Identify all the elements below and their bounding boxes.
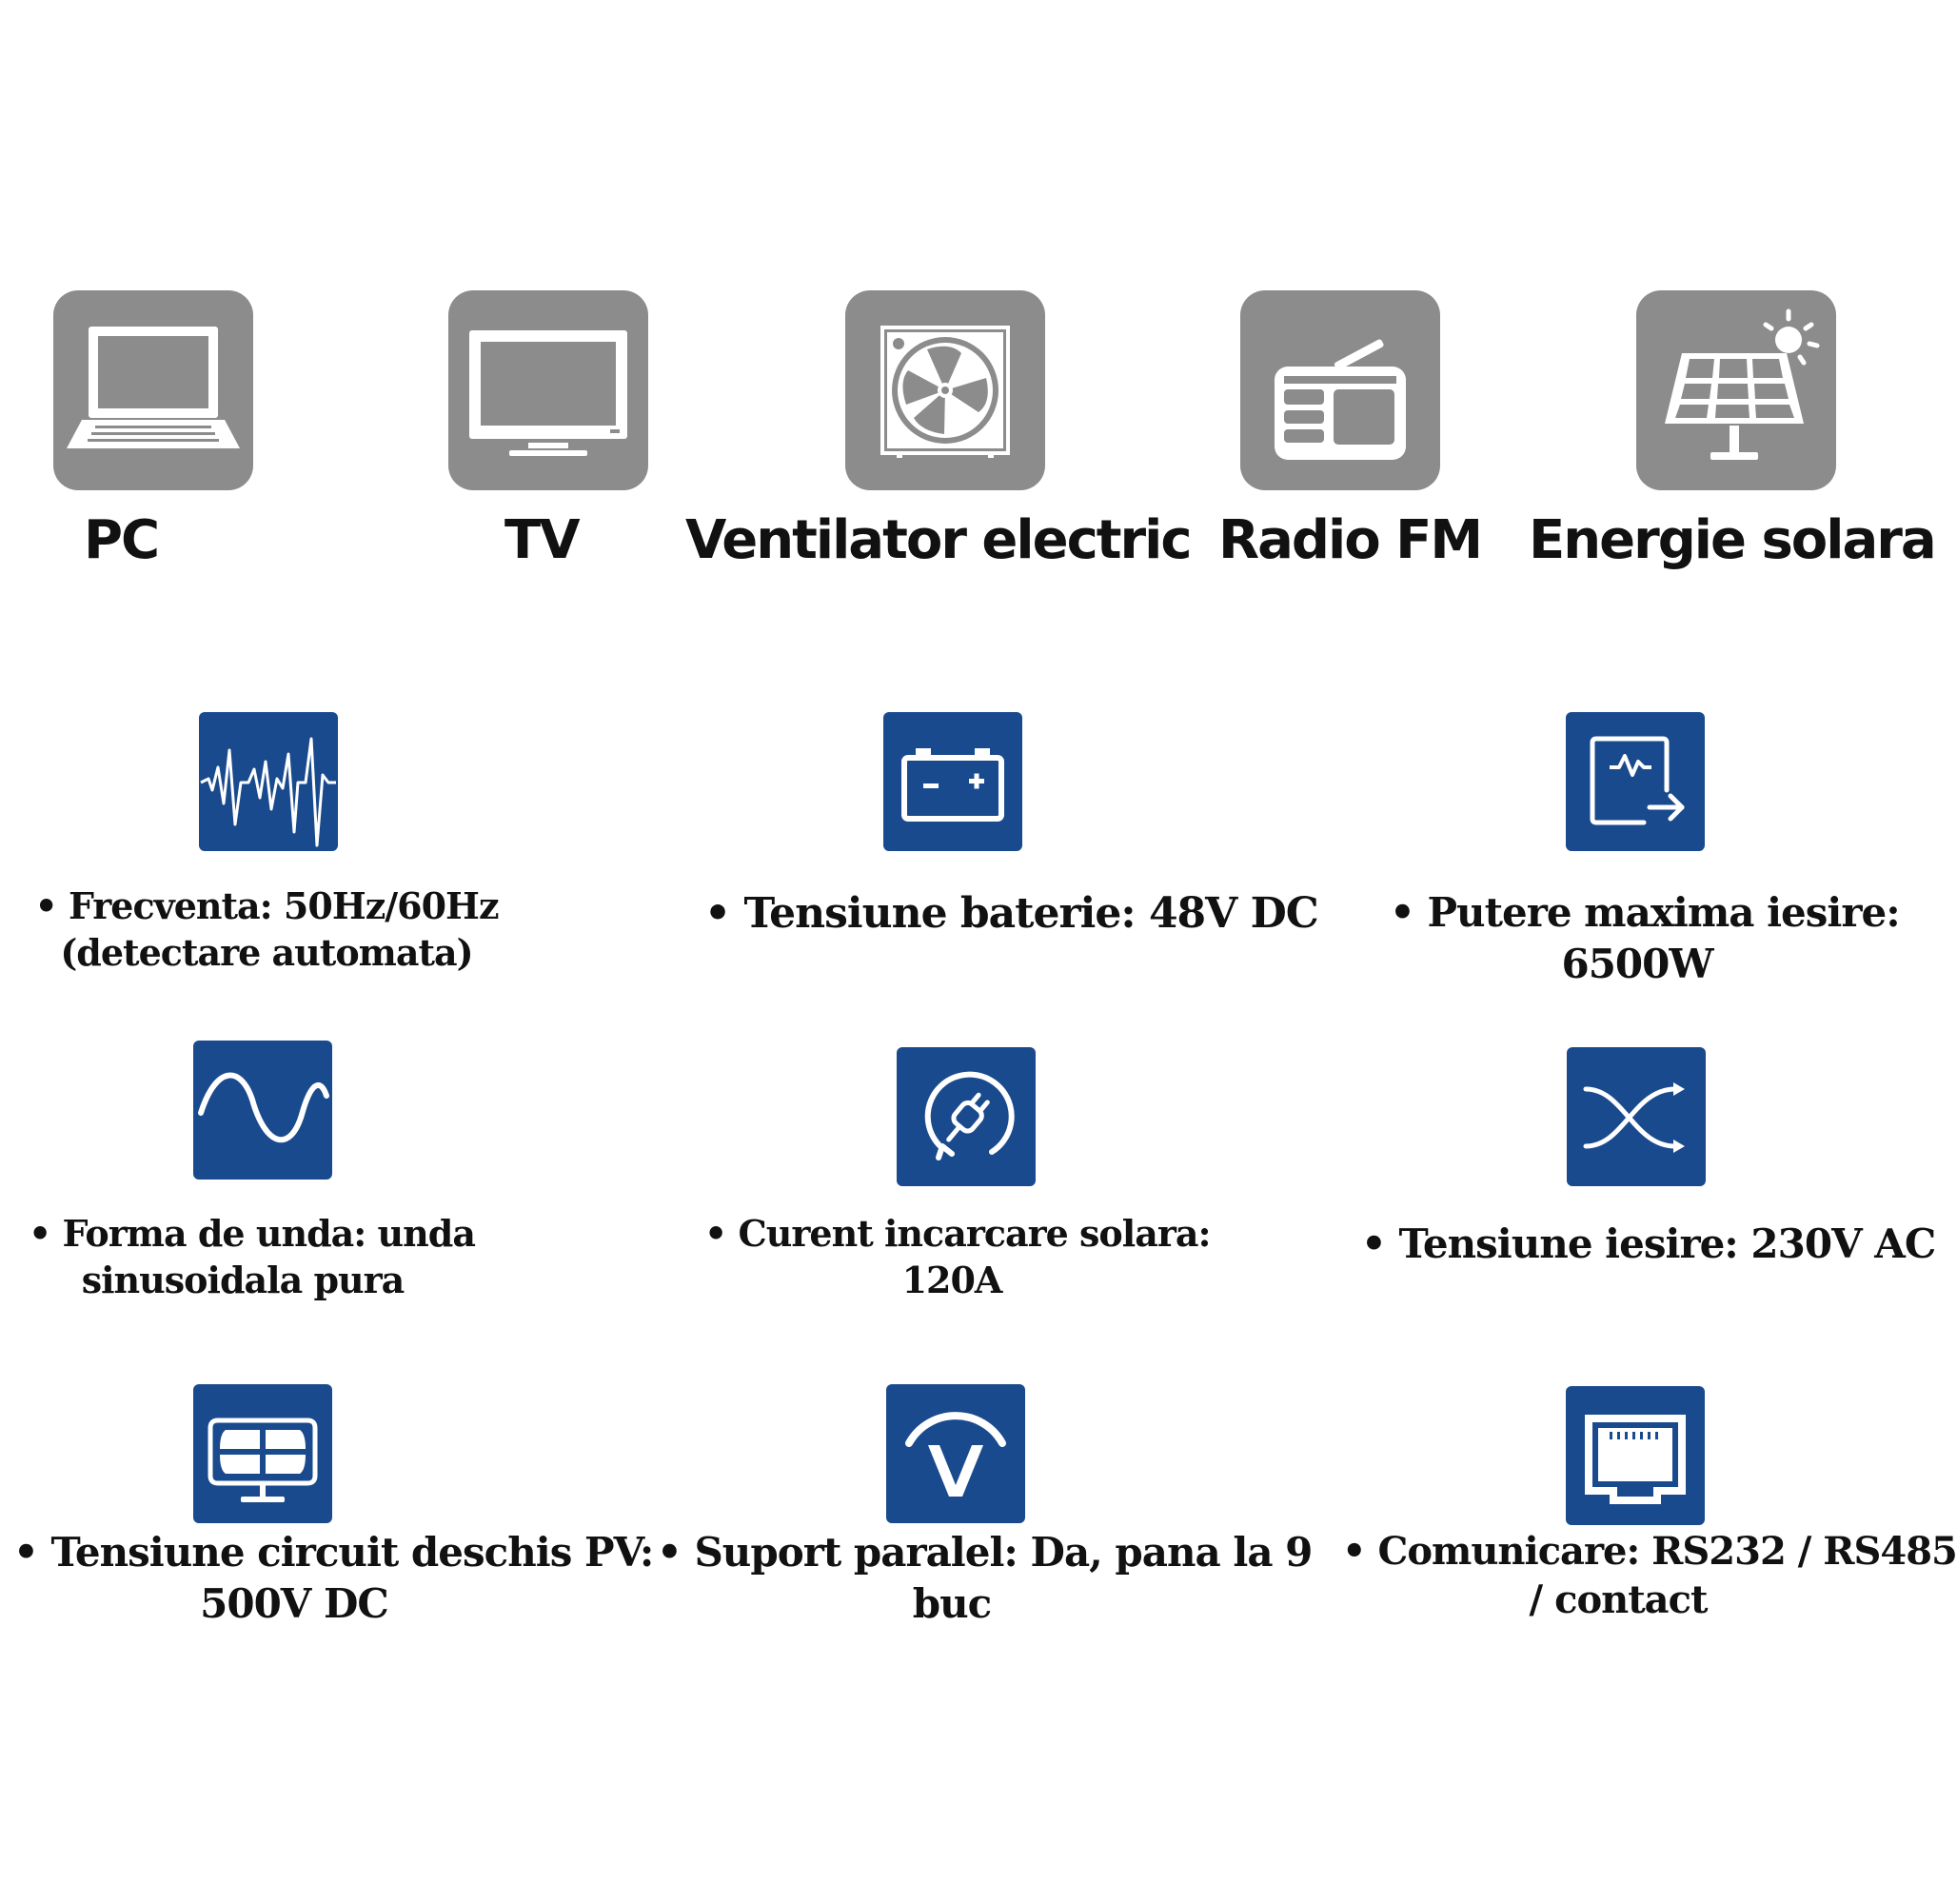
radio-icon [1275,339,1406,460]
frequency-waveform-icon [200,737,336,847]
frequency-tile [199,712,338,851]
spec-solar-current-line2: 120A [901,1258,1003,1301]
spec-parallel-line2: buc [912,1579,992,1627]
fan-tile [845,290,1045,490]
laptop-icon [67,327,240,448]
spec-power: • Putere maxima iesire: 6500W [1390,887,1901,990]
spec-waveform-line1: • Forma de unda: unda [29,1212,476,1255]
pv-panel-icon [208,1418,318,1502]
spec-battery: • Tensiune baterie: 48V DC [704,887,1319,941]
spec-pv-voltage: • Tensiune circuit deschis PV: 500V DC [13,1527,654,1630]
fan-icon [880,326,1010,458]
spec-waveform: • Forma de unda: unda sinusoidala pura [29,1211,476,1303]
parallel-tile [886,1384,1025,1523]
solar-charge-tile [897,1047,1036,1186]
solar-panel-sun-icon [1665,308,1820,460]
output-voltage-tile [1567,1047,1706,1186]
spec-frequency-line2: (detectare automata) [60,930,473,974]
device-label-solar: Energie solara [1529,509,1937,571]
pv-panel-tile [193,1384,332,1523]
spec-solar-current: • Curent incarcare solara: 120A [704,1211,1212,1303]
parallel-support-icon [905,1412,1006,1497]
battery-icon [901,748,1004,822]
spec-power-line1: • Putere maxima iesire: [1390,889,1901,936]
spec-output-voltage-line1: • Tensiune iesire: 230V AC [1361,1220,1936,1267]
ethernet-port-icon [1585,1415,1686,1504]
spec-power-line2: 6500W [1561,940,1713,987]
spec-communication-line1: • Comunicare: RS232 / RS485 [1342,1529,1957,1574]
device-label-radio: Radio FM [1218,509,1483,571]
device-label-fan: Ventilator electric [685,509,1193,571]
spec-output-voltage: • Tensiune iesire: 230V AC [1361,1219,1936,1270]
spec-communication: • Comunicare: RS232 / RS485 / contact [1342,1527,1957,1624]
spec-waveform-line2: sinusoidala pura [81,1258,405,1301]
spec-frequency-line1: • Frecventa: 50Hz/60Hz [34,884,499,927]
pc-tile [53,290,253,490]
spec-communication-line2: / contact [1529,1577,1709,1623]
battery-tile [883,712,1022,851]
spec-parallel: • Suport paralel: Da, pana la 9 buc [657,1527,1313,1630]
radio-tile [1240,290,1440,490]
spec-frequency: • Frecventa: 50Hz/60Hz (detectare automa… [29,883,504,976]
spec-solar-current-line1: • Curent incarcare solara: [704,1212,1212,1255]
sine-wave-icon [198,1072,329,1143]
solar-charge-plug-icon [924,1071,1015,1160]
tv-tile [448,290,648,490]
power-output-tile [1566,712,1705,851]
communication-tile [1566,1386,1705,1525]
power-output-icon [1590,736,1685,825]
device-label-tv: TV [504,509,581,571]
device-label-pc: PC [84,509,160,571]
spec-pv-voltage-line2: 500V DC [200,1579,389,1627]
spec-pv-voltage-line1: • Tensiune circuit deschis PV: [13,1529,654,1576]
solar-tile [1636,290,1836,490]
tv-icon [469,330,627,456]
spec-parallel-line1: • Suport paralel: Da, pana la 9 [657,1529,1313,1576]
sine-wave-tile [193,1041,332,1180]
spec-battery-line1: • Tensiune baterie: 48V DC [704,889,1319,938]
output-voltage-shuffle-icon [1583,1082,1685,1153]
